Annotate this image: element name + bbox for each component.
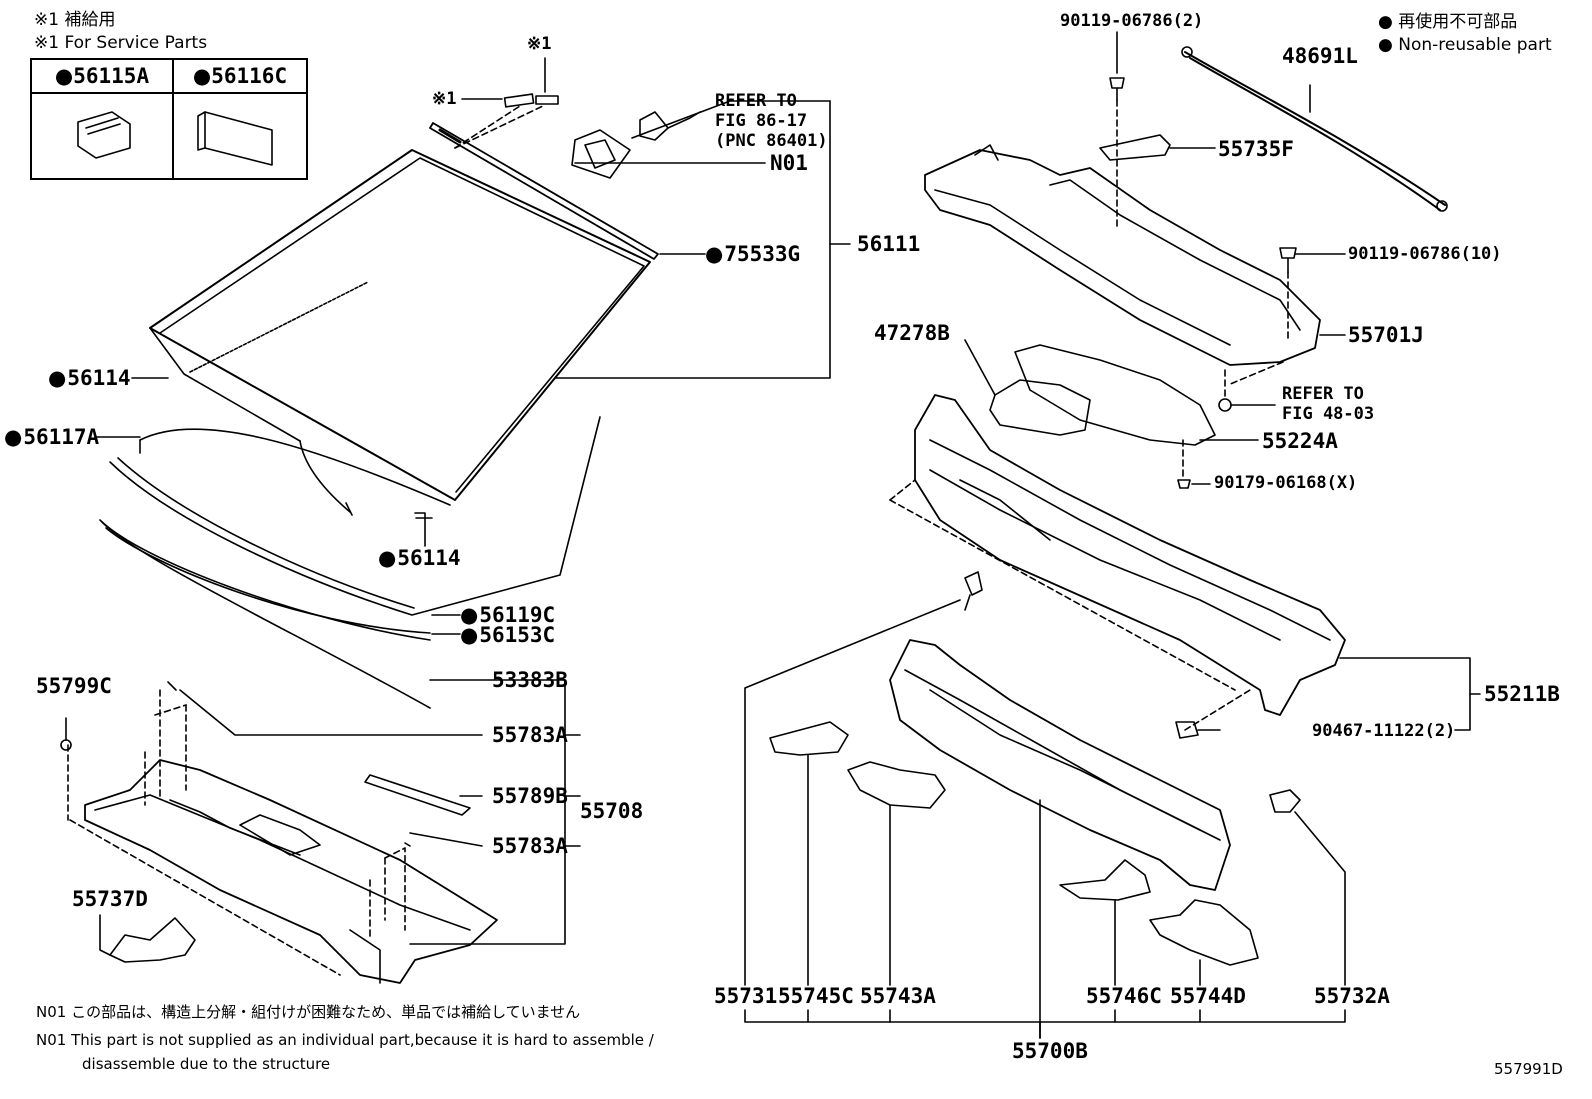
footnote-n01-en-line1: N01 This part is not supplied as an indi… bbox=[36, 1031, 654, 1049]
refer-pnc-86401: (PNC 86401) bbox=[715, 131, 828, 151]
callout-bolt-90119-2[interactable]: 90119-06786(2) bbox=[1060, 11, 1204, 31]
clip-55731-drawing bbox=[744, 571, 983, 986]
cowl-panel-55701J-drawing bbox=[924, 144, 1346, 412]
bottom-bracket-line bbox=[744, 1009, 1346, 1039]
left-leader-lines bbox=[95, 162, 851, 945]
callout-55746C[interactable]: 55746C bbox=[1086, 984, 1162, 1008]
legend-en: ● Non-reusable part bbox=[1378, 35, 1552, 55]
ref-mark-top: ※1 bbox=[527, 34, 552, 54]
callout-55700B[interactable]: 55700B bbox=[1012, 1039, 1088, 1063]
bracket-55737D-drawing bbox=[99, 914, 196, 963]
lower-brackets-drawing bbox=[769, 721, 1346, 986]
callout-56117A[interactable]: 56117A bbox=[4, 426, 99, 448]
callout-55731[interactable]: 55731 bbox=[714, 984, 778, 1008]
callout-55783A-upper[interactable]: 55783A bbox=[492, 723, 568, 747]
callout-55789B[interactable]: 55789B bbox=[492, 784, 568, 808]
refer-to-label-2: REFER TO bbox=[1282, 384, 1364, 404]
service-parts-note-jp: ※1 補給用 bbox=[34, 10, 116, 30]
callout-53383B[interactable]: 53383B bbox=[492, 668, 568, 692]
service-box-illustrations bbox=[77, 111, 273, 166]
callout-55743A[interactable]: 55743A bbox=[860, 984, 936, 1008]
callout-55735F[interactable]: 55735F bbox=[1218, 137, 1294, 161]
callout-56114-bottom[interactable]: 56114 bbox=[378, 547, 460, 569]
figure-id: 557991D bbox=[1494, 1060, 1563, 1078]
callout-55783A-lower[interactable]: 55783A bbox=[492, 834, 568, 858]
callout-56119C[interactable]: 56119C bbox=[460, 604, 555, 626]
dash-panel-55211B-drawing bbox=[889, 394, 1481, 739]
service-part-56116C[interactable]: 56116C bbox=[174, 60, 306, 94]
callout-48691L[interactable]: 48691L bbox=[1282, 44, 1358, 68]
top-molding-drawing bbox=[429, 122, 659, 260]
callout-56111[interactable]: 56111 bbox=[857, 232, 921, 256]
callout-55745C[interactable]: 55745C bbox=[778, 984, 854, 1008]
callout-55744D[interactable]: 55744D bbox=[1170, 984, 1246, 1008]
callout-56114-left[interactable]: 56114 bbox=[48, 367, 130, 389]
bracket-55735F-drawing bbox=[1099, 134, 1216, 161]
dash-lower-55700B-drawing bbox=[889, 639, 1231, 1039]
service-parts-note-en: ※1 For Service Parts bbox=[34, 33, 208, 53]
callout-56153C[interactable]: 56153C bbox=[460, 624, 555, 646]
cowl-top-panel-drawing bbox=[60, 681, 498, 984]
windshield-glass-drawing bbox=[149, 149, 651, 501]
sensor-bracket-drawing bbox=[554, 100, 831, 379]
service-part-56115A[interactable]: 56115A bbox=[32, 60, 172, 94]
ref-mark-left: ※1 bbox=[432, 89, 457, 109]
callout-55732A[interactable]: 55732A bbox=[1314, 984, 1390, 1008]
callout-55737D[interactable]: 55737D bbox=[72, 887, 148, 911]
callout-55211B[interactable]: 55211B bbox=[1484, 682, 1560, 706]
callout-55799C[interactable]: 55799C bbox=[36, 674, 112, 698]
footnote-n01-jp: N01 この部品は、構造上分解・組付けが困難なため、単品では補給していません bbox=[36, 1003, 581, 1021]
dam-strips-drawing bbox=[99, 416, 601, 709]
callout-clip-90179[interactable]: 90179-06168(X) bbox=[1214, 473, 1358, 493]
legend-jp: ● 再使用不可部品 bbox=[1378, 12, 1518, 32]
footnote-n01-en-line2: disassemble due to the structure bbox=[82, 1055, 331, 1073]
service-parts-table: 56115A 56116C bbox=[30, 58, 308, 180]
refer-fig-48-03[interactable]: FIG 48-03 bbox=[1282, 404, 1375, 424]
callout-55708[interactable]: 55708 bbox=[580, 799, 644, 823]
refer-fig-86-17[interactable]: FIG 86-17 bbox=[715, 111, 808, 131]
table-divider bbox=[172, 60, 174, 178]
callout-clip-90467[interactable]: 90467-11122(2) bbox=[1312, 721, 1456, 741]
callout-N01[interactable]: N01 bbox=[770, 151, 808, 175]
callout-55701J[interactable]: 55701J bbox=[1348, 323, 1424, 347]
small-service-pieces bbox=[454, 57, 559, 149]
bolts-top bbox=[1109, 31, 1346, 341]
callout-75533G[interactable]: 75533G bbox=[705, 243, 800, 265]
wiper-rod-drawing bbox=[1181, 46, 1448, 212]
callout-47278B[interactable]: 47278B bbox=[874, 321, 950, 345]
brackets-middle-drawing bbox=[964, 339, 1259, 489]
refer-to-label: REFER TO bbox=[715, 91, 797, 111]
callout-55224A[interactable]: 55224A bbox=[1262, 429, 1338, 453]
callout-bolt-90119-10[interactable]: 90119-06786(10) bbox=[1348, 244, 1502, 264]
